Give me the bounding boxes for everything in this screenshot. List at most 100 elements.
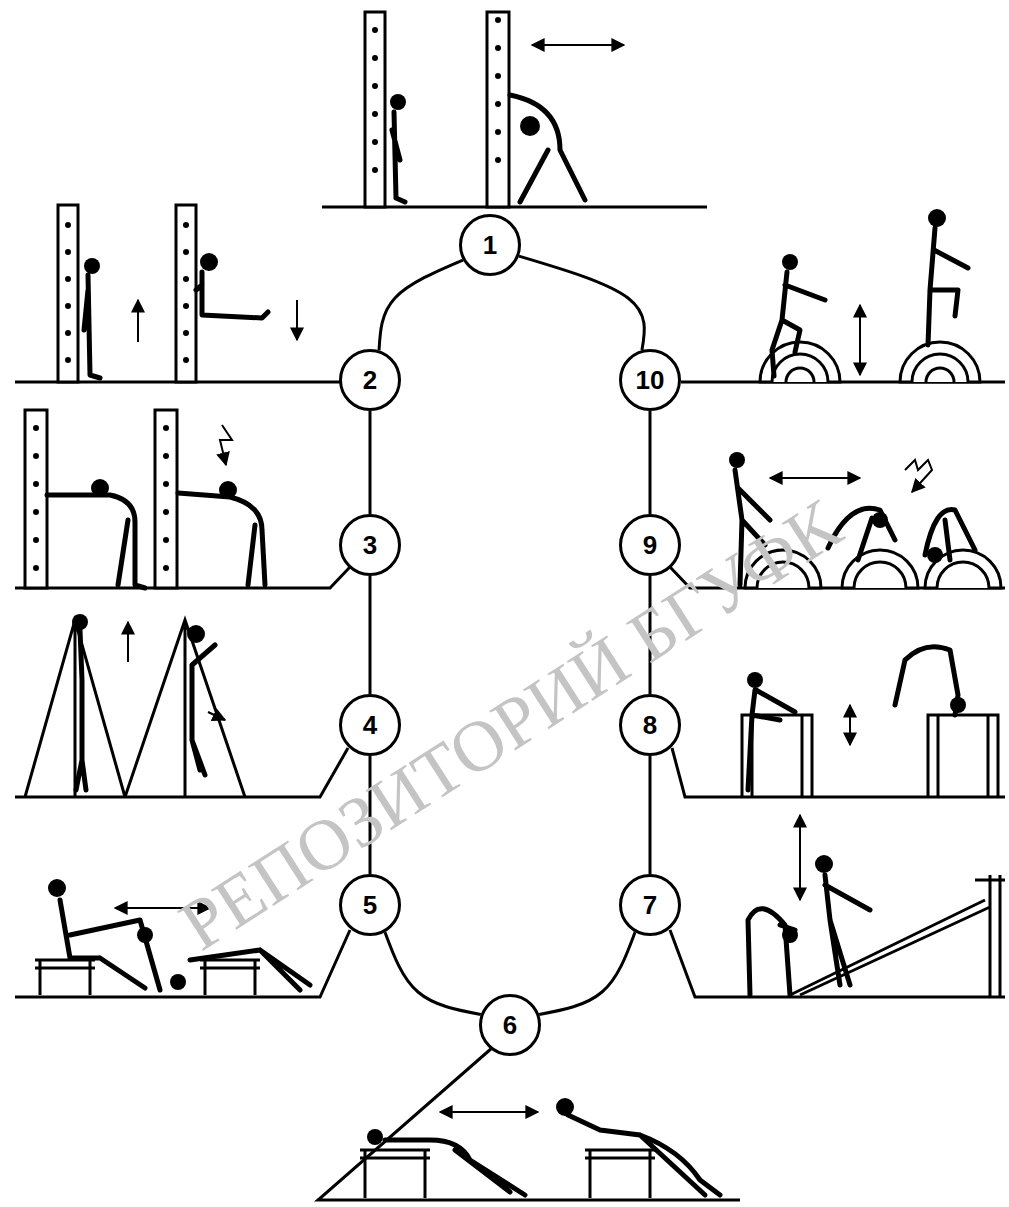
circuit-connector bbox=[369, 576, 372, 694]
station-circle: 6 bbox=[479, 994, 541, 1056]
floor-line bbox=[318, 1048, 740, 1200]
wall-bar-hole bbox=[65, 330, 71, 336]
stick-figure-head bbox=[927, 547, 943, 563]
movement-arrow bbox=[532, 44, 624, 46]
wall-bar-hole bbox=[495, 17, 501, 23]
station-number: 5 bbox=[363, 892, 377, 918]
circuit-connector bbox=[379, 260, 463, 350]
station-circle: 10 bbox=[619, 349, 681, 411]
station-circle-outline bbox=[481, 996, 540, 1055]
wall-bar-hole bbox=[163, 509, 169, 515]
circuit-connector bbox=[369, 411, 372, 514]
wall-bar-hole bbox=[183, 357, 189, 363]
stick-figure-head bbox=[729, 452, 745, 468]
tyre bbox=[786, 368, 814, 382]
station-number: 10 bbox=[636, 367, 665, 393]
stick-figure-head bbox=[747, 672, 763, 688]
stick-figure-head bbox=[782, 254, 798, 270]
apparatus bbox=[360, 1150, 430, 1198]
stick-figure bbox=[84, 275, 100, 378]
station-number: 1 bbox=[483, 232, 497, 258]
wall-bar-hole bbox=[33, 509, 39, 515]
wall-bar-hole bbox=[183, 330, 189, 336]
floor-line bbox=[15, 207, 1005, 1200]
wall-bars bbox=[58, 205, 78, 382]
floor-line bbox=[15, 567, 350, 588]
wall-bars bbox=[487, 12, 509, 207]
apparatus bbox=[35, 960, 95, 995]
station-number: 8 bbox=[643, 712, 657, 738]
station-circle: 4 bbox=[339, 694, 401, 756]
stick-figure bbox=[825, 875, 870, 985]
circuit-connector bbox=[385, 932, 481, 1014]
movement-arrow bbox=[905, 460, 932, 492]
stick-figure bbox=[47, 95, 975, 1195]
wall-bar-hole bbox=[33, 481, 39, 487]
circuit-connector bbox=[519, 256, 644, 350]
stick-figure bbox=[748, 909, 795, 995]
wall-bar-hole bbox=[495, 45, 501, 51]
stick-figure-head bbox=[84, 258, 100, 274]
movement-arrow bbox=[849, 705, 851, 745]
movement-arrow bbox=[208, 712, 225, 720]
wall-bars bbox=[25, 410, 47, 588]
station-number: 6 bbox=[503, 1012, 517, 1038]
wall-bar-hole bbox=[372, 83, 378, 89]
wall-bar-hole bbox=[33, 537, 39, 543]
station-circle-outline bbox=[621, 516, 680, 575]
stick-figure bbox=[196, 272, 268, 318]
wall-bar-hole bbox=[183, 222, 189, 228]
station-number: 4 bbox=[363, 712, 377, 738]
station-number: 3 bbox=[363, 532, 377, 558]
circuit-connector bbox=[649, 411, 652, 514]
wall-bar-hole bbox=[65, 357, 71, 363]
stick-figure bbox=[928, 228, 968, 345]
stick-figure bbox=[76, 630, 86, 790]
stick-figure bbox=[385, 1140, 525, 1195]
movement-arrow bbox=[127, 622, 129, 662]
stick-figure bbox=[178, 493, 265, 585]
wall-bar-hole bbox=[65, 222, 71, 228]
station-circle-outline bbox=[461, 216, 520, 275]
stick-figure-head bbox=[390, 94, 406, 110]
stick-figure bbox=[510, 95, 585, 202]
stick-figure-head bbox=[367, 1129, 383, 1145]
stick-figure-head bbox=[872, 512, 888, 528]
stick-figure bbox=[392, 112, 405, 202]
wall-bar-hole bbox=[163, 481, 169, 487]
wall-bar-hole bbox=[65, 276, 71, 282]
wall-bar-hole bbox=[495, 73, 501, 79]
wall-bar-hole bbox=[163, 565, 169, 571]
movement-arrow bbox=[115, 45, 932, 1112]
movement-arrow bbox=[296, 300, 298, 340]
wall-bar-hole bbox=[495, 129, 501, 135]
stick-figure-head bbox=[72, 614, 88, 630]
movement-arrow bbox=[859, 305, 861, 375]
wall-bar-hole bbox=[163, 425, 169, 431]
stick-figure bbox=[47, 495, 145, 588]
wall-bar-hole bbox=[33, 425, 39, 431]
apparatus bbox=[585, 1150, 655, 1198]
station-circle-outline bbox=[341, 876, 400, 935]
stick-figure-head bbox=[219, 481, 237, 499]
wall-bar-hole bbox=[372, 27, 378, 33]
stick-figure bbox=[748, 690, 795, 790]
movement-arrow bbox=[770, 477, 860, 479]
tyre bbox=[937, 562, 989, 588]
stick-figure-head bbox=[928, 209, 946, 227]
stick-figure-head bbox=[200, 253, 218, 271]
station-number: 9 bbox=[643, 532, 657, 558]
wall-bar-hole bbox=[183, 276, 189, 282]
movement-arrow bbox=[799, 815, 801, 900]
stick-figure-head bbox=[187, 625, 205, 643]
station-circle-outline bbox=[621, 696, 680, 755]
wall-bars bbox=[365, 12, 385, 207]
station-circle: 7 bbox=[619, 874, 681, 936]
apparatus bbox=[790, 875, 1005, 997]
wall-bar-hole bbox=[372, 55, 378, 61]
station-circle-outline bbox=[621, 876, 680, 935]
tyre bbox=[926, 368, 954, 382]
wall-bar-hole bbox=[65, 303, 71, 309]
wall-bar-hole bbox=[183, 249, 189, 255]
